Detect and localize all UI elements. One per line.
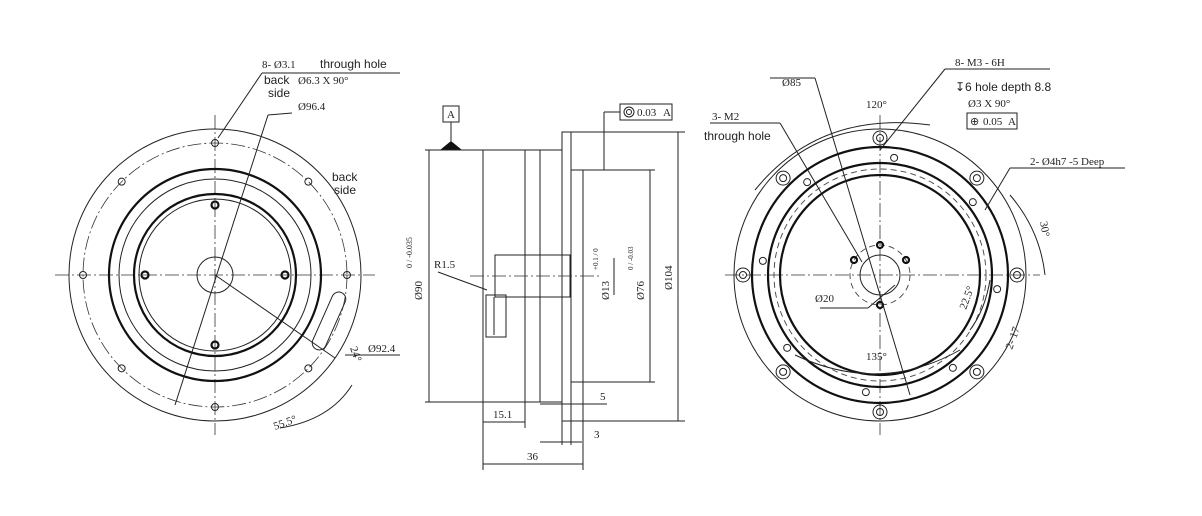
m2-hole bbox=[849, 255, 859, 265]
m3-depth-note: ↧6 hole depth 8.8 bbox=[955, 80, 1051, 94]
back-side-label: side bbox=[334, 183, 356, 197]
position-tolerance: 0.05 bbox=[983, 116, 1003, 128]
rear-view-right bbox=[710, 68, 1125, 435]
screw-hole bbox=[210, 200, 220, 210]
back-side-label: back bbox=[332, 170, 358, 184]
thread-hole bbox=[968, 198, 977, 207]
dimension-label: Ø20 bbox=[815, 293, 834, 305]
angle-label: 30° bbox=[1037, 220, 1051, 237]
angle-label: 24° bbox=[347, 345, 364, 364]
thread-hole bbox=[758, 256, 767, 265]
thread-hole bbox=[803, 178, 812, 187]
dimension-label: 15.1 bbox=[493, 409, 512, 421]
position-datum: A bbox=[1008, 116, 1016, 128]
screw-hole bbox=[140, 270, 150, 280]
side-view bbox=[425, 103, 685, 470]
hole-note-suffix: through hole bbox=[320, 57, 387, 71]
hole-note: 8- Ø3.1 bbox=[262, 59, 296, 71]
dimension-label: 5 bbox=[600, 391, 606, 403]
counterbore-hole-inner bbox=[972, 174, 981, 183]
thread-hole bbox=[783, 343, 792, 352]
counterbore-hole-inner bbox=[739, 271, 747, 279]
screw-hole bbox=[280, 270, 290, 280]
bolt-hole bbox=[343, 271, 351, 279]
counterbore-hole-inner bbox=[779, 174, 788, 183]
dimension-label: Ø92.4 bbox=[368, 343, 396, 355]
dimension-label: 3 bbox=[594, 429, 600, 441]
counterbore-hole bbox=[775, 170, 791, 186]
m2-hole bbox=[901, 255, 911, 265]
tolerance-label: 0 / -0.03 bbox=[627, 246, 635, 270]
dimension-label: Ø90 bbox=[413, 281, 425, 300]
counterbore-hole bbox=[872, 404, 888, 420]
counterbore-hole bbox=[969, 364, 985, 380]
counterbore-hole-inner bbox=[1013, 271, 1021, 279]
back-side-label: back bbox=[264, 73, 290, 87]
m2-hole-note-suffix: through hole bbox=[704, 129, 771, 143]
bolt-hole bbox=[117, 364, 126, 373]
thread-hole bbox=[890, 153, 899, 162]
concentricity-datum: A bbox=[663, 107, 671, 119]
concentricity-tolerance: 0.03 bbox=[637, 107, 657, 119]
screw-hole bbox=[210, 340, 220, 350]
back-side-label: side bbox=[268, 86, 290, 100]
tolerance-label: +0.1 / 0 bbox=[592, 248, 600, 270]
bolt-hole bbox=[211, 403, 219, 411]
counterbore-hole bbox=[1009, 267, 1025, 283]
dimension-label: 2- 17 bbox=[1004, 325, 1023, 351]
counterbore-hole-inner bbox=[876, 134, 884, 142]
dimension-label: 36 bbox=[527, 451, 539, 463]
tolerance-label: 0 / -0.035 bbox=[405, 237, 414, 268]
m3-thread-note: 8- M3 - 6H bbox=[955, 57, 1005, 69]
dimension-label: Ø85 bbox=[782, 77, 801, 89]
countersink-note: Ø6.3 X 90° bbox=[298, 75, 349, 87]
datum-triangle bbox=[440, 141, 462, 150]
radius-label: R1.5 bbox=[434, 259, 456, 271]
counterbore-hole bbox=[872, 130, 888, 146]
counterbore-hole-inner bbox=[876, 408, 884, 416]
counterbore-hole bbox=[969, 170, 985, 186]
angle-label: 135° bbox=[866, 351, 887, 363]
counterbore-hole bbox=[735, 267, 751, 283]
bolt-hole bbox=[304, 177, 313, 186]
dimension-label: Ø104 bbox=[663, 265, 675, 290]
thread-hole bbox=[993, 285, 1002, 294]
dimension-label: Ø76 bbox=[635, 281, 647, 300]
angle-label: 120° bbox=[866, 99, 887, 111]
counterbore-hole-inner bbox=[779, 367, 788, 376]
m3-countersink-note: Ø3 X 90° bbox=[968, 98, 1010, 110]
thread-hole bbox=[861, 388, 870, 397]
bolt-hole bbox=[304, 364, 313, 373]
bolt-hole bbox=[117, 177, 126, 186]
counterbore-hole bbox=[775, 364, 791, 380]
angle-label: 55.5° bbox=[272, 413, 298, 432]
m2-hole bbox=[875, 240, 885, 250]
bolt-hole bbox=[211, 139, 219, 147]
position-symbol: ⊕ bbox=[970, 116, 979, 128]
front-view-left bbox=[55, 72, 400, 435]
bolt-hole bbox=[79, 271, 87, 279]
dimension-label: Ø13 bbox=[600, 281, 612, 300]
thread-hole bbox=[948, 363, 957, 372]
datum-label: A bbox=[447, 109, 455, 121]
dimension-label: Ø96.4 bbox=[298, 101, 326, 113]
counterbore-hole-inner bbox=[972, 367, 981, 376]
m2-hole-note: 3- M2 bbox=[712, 111, 739, 123]
pin-hole-note: 2- Ø4h7 -5 Deep bbox=[1030, 156, 1105, 168]
